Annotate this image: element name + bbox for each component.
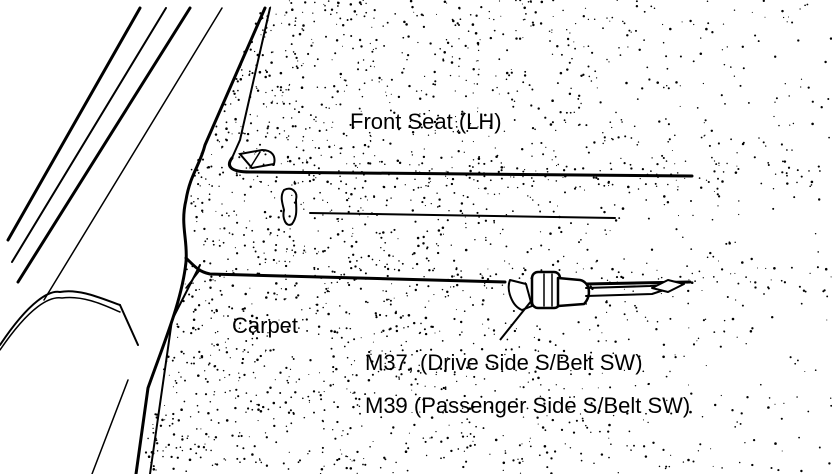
- leader-line: [499, 299, 533, 341]
- m37-label: M37, (Drive Side S/Belt SW): [365, 350, 643, 375]
- floor-edge-lines: [134, 6, 271, 474]
- m39-label: M39 (Passenger Side S/Belt SW): [365, 393, 691, 418]
- front-seat-label: Front Seat (LH): [350, 109, 502, 134]
- seat-belt-switch-connector: [507, 270, 685, 311]
- carpet-label: Carpet: [232, 313, 299, 338]
- front-seat-edge: [227, 148, 694, 178]
- rear-floor-seam: [184, 256, 692, 289]
- seat-rail: [280, 187, 616, 226]
- door-sill-lines: [0, 6, 223, 474]
